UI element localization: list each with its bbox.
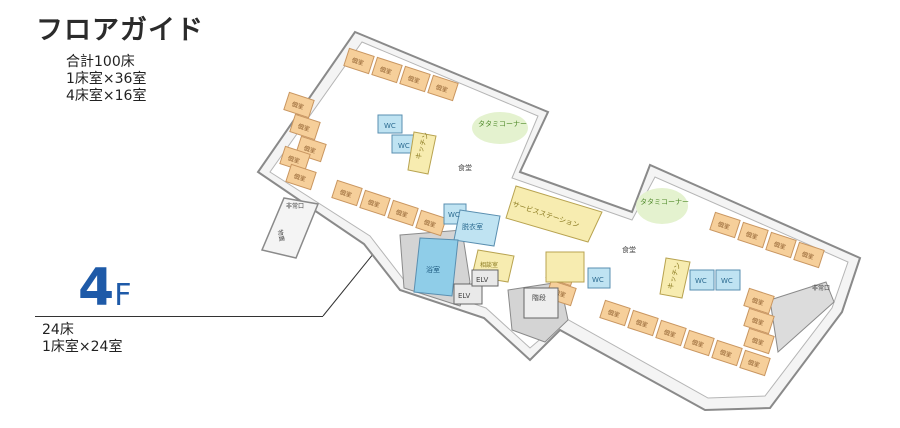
- summary-total: 合計100床: [66, 54, 135, 70]
- private-room: [793, 241, 825, 269]
- private-room: [765, 231, 797, 259]
- label-elv-2: ELV: [476, 276, 489, 284]
- private-room: [399, 65, 431, 93]
- label-wc-2: WC: [398, 142, 410, 150]
- private-room: [283, 91, 315, 119]
- label-wc-1: WC: [384, 122, 396, 130]
- private-room: [711, 339, 743, 367]
- stairs-area: [523, 287, 559, 319]
- label-emergency-exit: 非常口: [286, 202, 304, 210]
- private-room-label: 個室: [351, 56, 365, 67]
- private-room-label: 個室: [745, 230, 759, 241]
- private-room-label: 個室: [717, 220, 731, 231]
- private-room-label: 個室: [719, 348, 733, 359]
- private-room-label: 個室: [291, 100, 305, 111]
- private-room-label: 個室: [293, 172, 307, 183]
- tatami-area-2: [636, 188, 688, 224]
- private-room-label: 個室: [297, 122, 311, 133]
- private-room: [739, 349, 771, 377]
- private-room-label: 個室: [663, 328, 677, 339]
- label-dining-2: 食堂: [622, 245, 636, 254]
- private-room: [427, 74, 459, 102]
- private-room: [683, 329, 715, 357]
- stairs-landing: [545, 251, 585, 283]
- tatami-area-1: [472, 112, 528, 144]
- private-room: [599, 299, 631, 327]
- floor-underline: [35, 316, 323, 317]
- private-room-label: 個室: [303, 144, 317, 155]
- label-staff: 相談室: [480, 261, 498, 269]
- label-storage: 物置: [276, 229, 286, 242]
- private-room-label: 個室: [395, 208, 409, 219]
- private-room-label: 個室: [801, 250, 815, 261]
- private-room: [655, 319, 687, 347]
- label-bath: 浴室: [426, 265, 440, 274]
- private-room-label: 個室: [635, 318, 649, 329]
- private-room-label: 個室: [435, 83, 449, 94]
- label-stairs: 階段: [532, 293, 546, 302]
- elevator-1: [453, 283, 483, 305]
- floor-number: 4: [78, 258, 115, 318]
- label-tatami-2: タタミコーナー: [640, 197, 689, 206]
- kitchen-area-1: [407, 131, 437, 175]
- wc-blocks: [377, 114, 741, 291]
- floor-rooms: 1床室×24室: [42, 339, 123, 355]
- private-room: [743, 307, 775, 335]
- label-dining-1: 食堂: [458, 163, 472, 172]
- label-changing-room: 脱衣室: [462, 222, 483, 231]
- floor-beds: 24床: [42, 322, 74, 338]
- private-room: [737, 221, 769, 249]
- label-wc-5: WC: [695, 277, 707, 285]
- floor-info: 24床 1床室×24室: [42, 322, 122, 356]
- private-room: [627, 309, 659, 337]
- private-room: [743, 327, 775, 355]
- label-exit-2: 非常口: [812, 284, 830, 292]
- private-room-label: 個室: [607, 308, 621, 319]
- kitchen-area-2: [659, 257, 691, 299]
- private-room-label: 個室: [287, 154, 301, 165]
- label-wc-6: WC: [721, 277, 733, 285]
- private-room: [285, 163, 317, 191]
- summary-quad: 4床室×16室: [66, 88, 147, 104]
- private-room-label: 個室: [553, 288, 567, 299]
- service-station-area: [505, 185, 603, 243]
- private-room-label: 個室: [379, 65, 393, 76]
- label-wc-4: WC: [592, 276, 604, 284]
- private-room: [743, 287, 775, 315]
- private-room: [343, 47, 375, 75]
- pointer-line: [322, 247, 379, 317]
- private-room-label: 個室: [339, 188, 353, 199]
- private-room-label: 個室: [691, 338, 705, 349]
- private-room-label: 個室: [407, 74, 421, 85]
- private-room: [709, 211, 741, 239]
- private-room-label: 個室: [751, 316, 765, 327]
- changing-room-area: [453, 209, 501, 247]
- private-room: [387, 199, 419, 227]
- private-room-label: 個室: [747, 358, 761, 369]
- private-room: [415, 209, 447, 237]
- page-title: フロアガイド: [36, 15, 204, 46]
- label-elv-1: ELV: [458, 292, 471, 300]
- bath-area: [413, 237, 459, 297]
- summary-single: 1床室×36室: [66, 71, 147, 87]
- private-room: [371, 56, 403, 84]
- private-room: [331, 179, 363, 207]
- private-room-label: 個室: [751, 296, 765, 307]
- floor-label: 4F: [78, 258, 131, 318]
- label-tatami-1: タタミコーナー: [478, 119, 527, 128]
- private-room-label: 個室: [751, 336, 765, 347]
- floor-unit: F: [114, 278, 132, 313]
- private-room-label: 個室: [773, 240, 787, 251]
- private-room: [289, 113, 321, 141]
- label-wc-3: WC: [448, 211, 460, 219]
- private-room-label: 個室: [367, 198, 381, 209]
- private-room: [359, 189, 391, 217]
- private-room-label: 個室: [423, 218, 437, 229]
- building-summary: 合計100床 1床室×36室 4床室×16室: [66, 54, 146, 105]
- elevator-2: [471, 269, 499, 287]
